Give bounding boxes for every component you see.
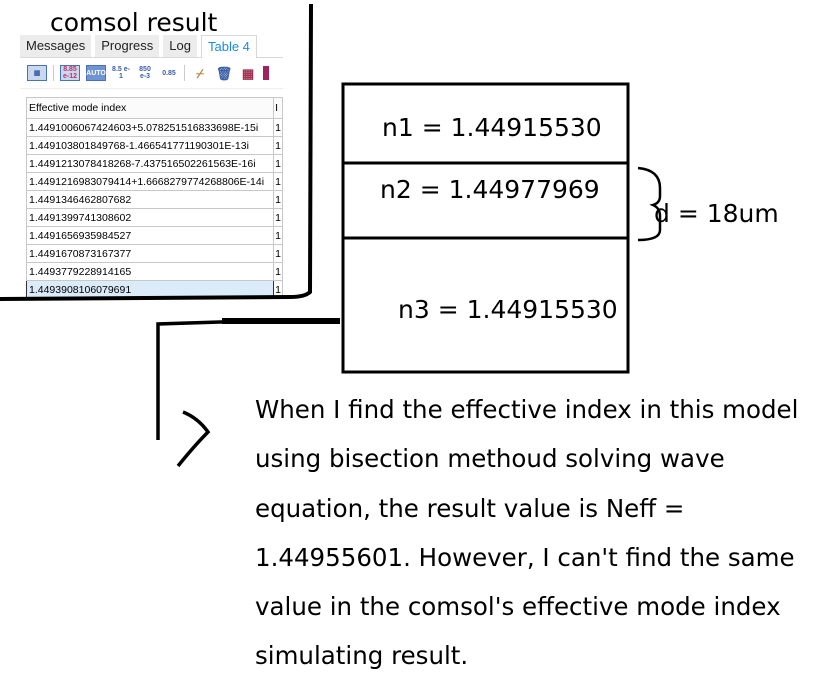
effective-index-cell[interactable]: 1.4491006067424603+5.078251516833698E-15… bbox=[25, 118, 275, 137]
auto-format-button[interactable]: AUTO bbox=[86, 65, 106, 81]
table-settings-icon[interactable]: ▦ bbox=[27, 65, 47, 81]
separator bbox=[184, 65, 185, 81]
table-icon[interactable]: ▦ bbox=[241, 65, 255, 81]
tab-progress[interactable]: Progress bbox=[95, 35, 160, 57]
question-text: When I find the effective index in this … bbox=[255, 395, 799, 671]
layer-n2-label: n2 = 1.44977969 bbox=[380, 175, 600, 204]
comsol-table-panel: Messages Progress Log Table 4 ▦ 8.85 e-1… bbox=[20, 35, 283, 299]
effective-index-cell[interactable]: 1.4491213078418268-7.437516502261563E-16… bbox=[25, 154, 275, 173]
arrow-head-icon bbox=[176, 410, 211, 468]
border-line bbox=[0, 3, 313, 301]
color-icon[interactable] bbox=[263, 66, 269, 80]
column-header[interactable]: Effective mode index bbox=[25, 97, 275, 119]
table-toolbar: ▦ 8.85 e-12 AUTO 8.5 e-1 850 e-3 0.85 ⌿ … bbox=[20, 58, 283, 89]
thickness-label: d = 18um bbox=[654, 199, 779, 228]
layer-box bbox=[341, 82, 630, 374]
table-row[interactable]: 1.4491213078418268-7.437516502261563E-16… bbox=[25, 154, 283, 173]
tab-log[interactable]: Log bbox=[163, 35, 197, 57]
separator bbox=[53, 65, 54, 81]
table-row[interactable]: 1.4491216983079414+1.6668279774268806E-1… bbox=[25, 172, 283, 191]
broom-icon[interactable]: ⌿ bbox=[196, 65, 204, 81]
brace-icon bbox=[637, 166, 662, 242]
effective-index-cell[interactable]: 1.4493908106079691 bbox=[25, 280, 275, 299]
trash-icon[interactable]: 🗑 bbox=[215, 65, 233, 81]
layer-n3-label: n3 = 1.44915530 bbox=[398, 295, 618, 324]
layer-n1-label: n1 = 1.44915530 bbox=[382, 113, 602, 142]
comsol-result-title: comsol result bbox=[50, 8, 218, 37]
tab-messages[interactable]: Messages bbox=[20, 35, 92, 57]
tab-bar: Messages Progress Log Table 4 bbox=[20, 35, 283, 58]
effective-index-cell[interactable]: 1.4491346462807682 bbox=[25, 190, 275, 209]
engineering-notation-button[interactable]: 850 e-3 bbox=[139, 66, 151, 80]
effective-index-cell[interactable]: 1.4491216983079414+1.6668279774268806E-1… bbox=[25, 172, 275, 191]
tab-table-4[interactable]: Table 4 bbox=[200, 35, 257, 58]
table-row[interactable]: 1.4491006067424603+5.078251516833698E-15… bbox=[25, 118, 283, 137]
scientific-format-button[interactable]: 8.5 e-1 bbox=[112, 66, 130, 80]
decimal-format-button[interactable]: 0.85 bbox=[162, 69, 176, 77]
engineering-format-button[interactable]: 8.85 e-12 bbox=[60, 65, 80, 81]
